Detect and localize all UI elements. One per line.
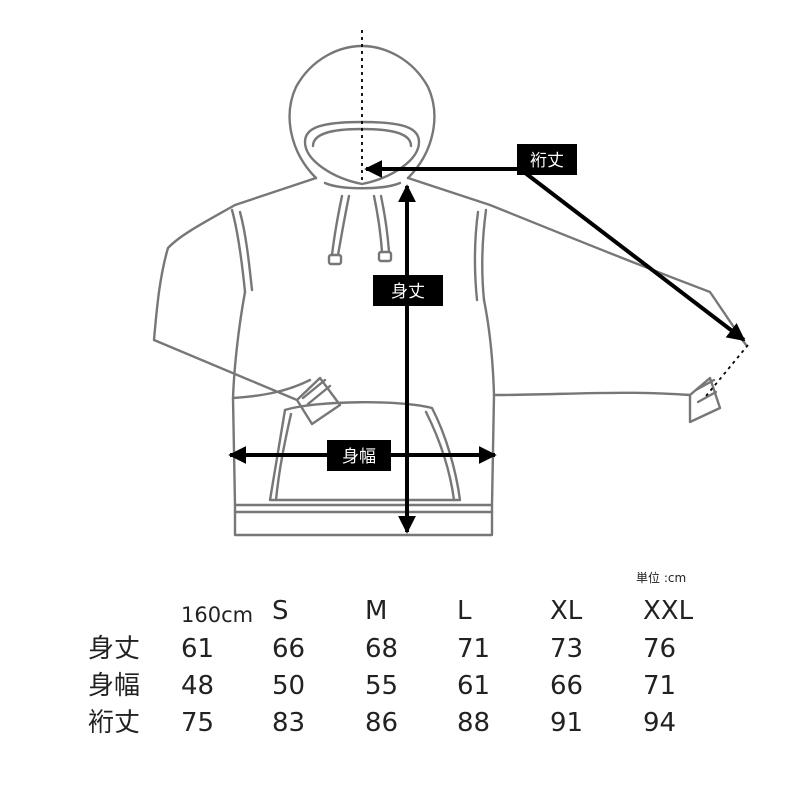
table-cell: 91 [550,708,584,738]
row-label-body-length: 身丈 [88,634,141,664]
table-cell: 76 [643,634,677,664]
table-cell: 71 [457,634,491,664]
unit-note: 単位 :cm [636,571,687,585]
table-cell: 71 [643,671,677,701]
size-header-xl: XL [550,596,583,626]
table-cell: 55 [365,671,399,701]
size-header-s: S [272,596,289,626]
table-cell: 94 [643,708,677,738]
row-label-body-width: 身幅 [88,671,141,701]
table-cell: 88 [457,708,491,738]
table-cell: 50 [272,671,306,701]
table-cell: 83 [272,708,306,738]
table-cell: 48 [181,671,215,701]
table-cell: 61 [181,634,215,664]
size-table: 160cm S M L XL XXL 身丈 61 66 68 71 73 76 … [0,590,800,740]
table-cell: 68 [365,634,399,664]
body-width-tag: 身幅 [327,440,391,471]
hoodie-outline [152,44,748,537]
size-header-xxl: XXL [643,596,694,626]
table-cell: 73 [550,634,584,664]
row-label-sleeve-length: 裄丈 [88,708,141,738]
table-cell: 66 [550,671,584,701]
sleeve-end-guide-line [705,344,749,397]
body-length-tag: 身丈 [373,275,443,306]
hoodie-measurement-diagram: 裄丈 身丈 身幅 [152,30,749,537]
size-header-m: M [365,596,388,626]
table-cell: 75 [181,708,215,738]
size-header-160cm: 160cm [181,603,254,627]
size-header-l: L [457,596,472,626]
table-cell: 86 [365,708,399,738]
sleeve-length-tag: 裄丈 [517,144,577,175]
table-cell: 61 [457,671,491,701]
body-length-label: 身丈 [391,282,425,302]
sleeve-length-label: 裄丈 [530,151,564,171]
sleeve-length-arrow [364,160,746,342]
table-cell: 66 [272,634,306,664]
body-width-label: 身幅 [342,447,376,467]
